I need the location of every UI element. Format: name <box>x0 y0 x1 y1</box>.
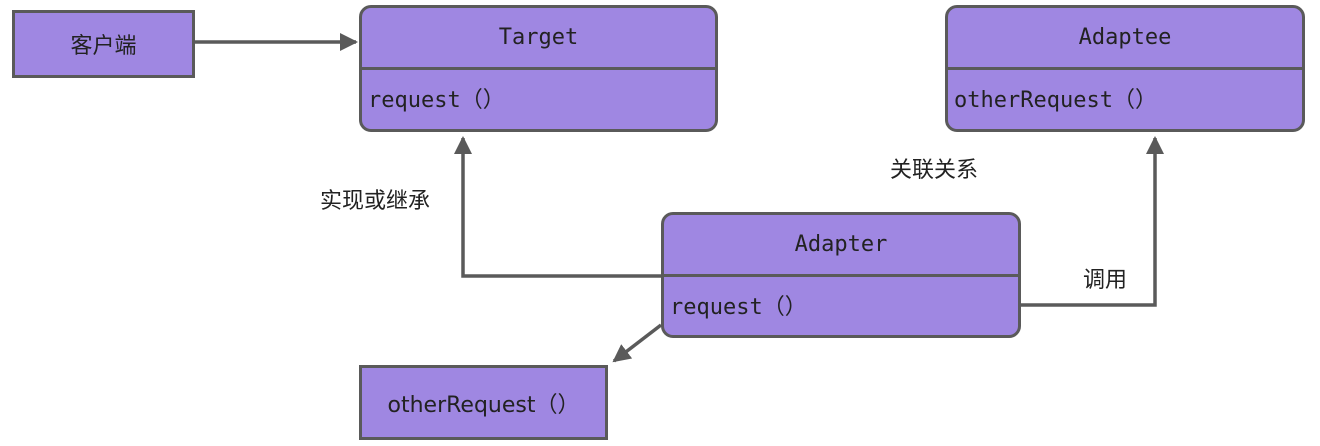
implements-label: 实现或继承 <box>320 189 431 214</box>
adaptee-class-name: Adaptee <box>948 8 1302 70</box>
adapter-to-target-arrow <box>454 136 661 278</box>
call-label: 调用 <box>1083 268 1128 293</box>
call-box-label: otherRequest（） <box>387 392 580 418</box>
adaptee-class: Adaptee otherRequest（） <box>945 5 1305 132</box>
adapter-to-adaptee-arrow <box>1020 136 1164 307</box>
target-method: request（） <box>368 88 505 113</box>
target-class-name: Target <box>362 8 715 70</box>
association-label: 关联关系 <box>890 158 979 183</box>
client-label: 客户端 <box>70 34 137 59</box>
adapter-class: Adapter request（） <box>661 212 1021 338</box>
adapter-to-call-box-arrow <box>612 323 663 363</box>
adapter-class-name: Adapter <box>664 215 1018 277</box>
adapter-method: request（） <box>670 295 807 320</box>
client-box: 客户端 <box>12 10 195 78</box>
adaptee-method: otherRequest（） <box>954 88 1157 113</box>
target-class: Target request（） <box>359 5 718 132</box>
call-box: otherRequest（） <box>359 365 608 440</box>
